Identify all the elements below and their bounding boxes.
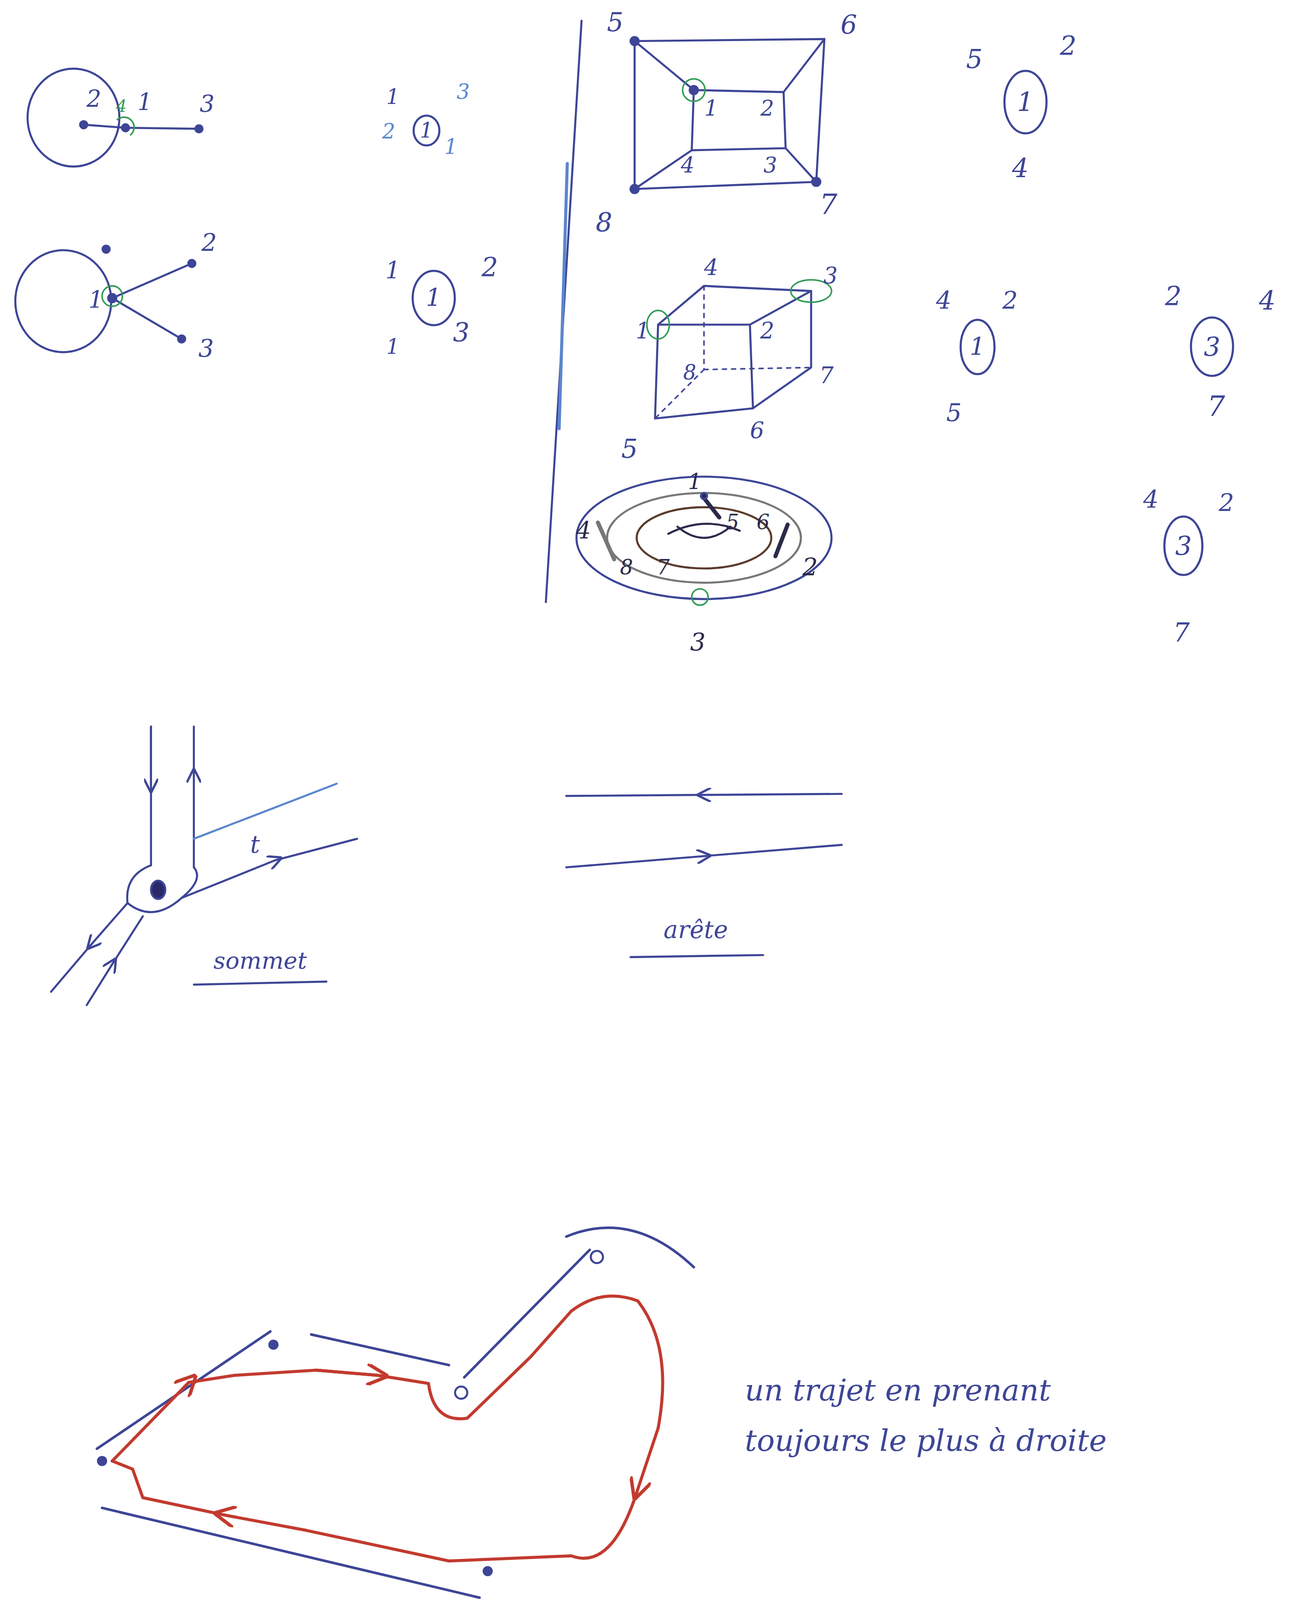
vertex-label: 2 <box>382 120 396 143</box>
vertex-label: 1 <box>385 257 401 284</box>
vertex-number: 3 <box>1204 332 1221 362</box>
vertex-label: 5 <box>946 400 962 427</box>
vertex-label: 6 <box>840 10 858 40</box>
vertex-label: 3 <box>456 80 470 104</box>
vertex-label: 2 <box>86 86 102 112</box>
vertex-label: 4 <box>576 517 592 544</box>
caption-word: sommet <box>213 948 307 975</box>
vertex-label: 4 <box>1259 286 1276 316</box>
rotation-circle: 3 <box>1162 515 1205 577</box>
vertex-label: 1 <box>386 335 400 359</box>
vertex-label: 4 <box>935 287 952 315</box>
vertex-label: 4 <box>680 153 695 178</box>
vertex-number: 1 <box>1017 87 1034 117</box>
vertex-label: 1 <box>704 96 718 121</box>
vertex-label: 2 <box>1218 489 1234 517</box>
vertex-label: 5 <box>726 511 740 534</box>
vertex-label: 2 <box>481 252 499 282</box>
rotation-circle: 1 <box>959 318 997 376</box>
vertex-label: 2 <box>760 318 775 344</box>
rotation-circle: 1 <box>411 269 457 327</box>
vertex-label: 4 <box>1011 153 1029 183</box>
vertex-label: 7 <box>819 188 838 220</box>
vertex-number: 3 <box>1175 531 1192 561</box>
vertex-number: 1 <box>420 119 434 142</box>
vertex-label: 3 <box>690 629 706 657</box>
vertex-label: 1 <box>386 85 400 109</box>
vertex-label: 1 <box>635 318 651 344</box>
vertex-label: 3 <box>198 335 214 363</box>
rotation-circle: 3 <box>1189 316 1235 378</box>
vertex-label: 8 <box>595 207 613 237</box>
vertex-label: 1 <box>687 469 702 494</box>
rotation-circle: 1 <box>1003 69 1048 135</box>
vertex-number: 1 <box>969 333 986 360</box>
vertex-label: 2 <box>1164 281 1182 311</box>
vertex-label: 8 <box>619 555 633 579</box>
vertex-label: 7 <box>1173 618 1191 648</box>
vertex-label: 5 <box>607 7 624 37</box>
vertex-number: 1 <box>425 284 442 312</box>
handwritten-note: un trajet en prenant toujours le plus à … <box>744 1365 1165 1468</box>
vertex-label: 1 <box>137 89 153 115</box>
vertex-label: 7 <box>656 555 670 579</box>
vertex-label: 1 <box>88 287 104 313</box>
vertex-label: t <box>250 831 261 859</box>
vertex-label: 4 <box>704 255 719 280</box>
vertex-label: 3 <box>199 91 215 118</box>
vertex-label: 5 <box>966 44 983 74</box>
caption-word: arête <box>663 917 728 944</box>
vertex-label: 2 <box>201 229 217 257</box>
vertex-label: 7 <box>1207 390 1225 422</box>
vertex-label: 6 <box>756 511 770 534</box>
vertex-label: 6 <box>749 418 765 443</box>
vertex-label: 3 <box>763 153 777 178</box>
rotation-circle: 1 <box>412 114 441 147</box>
vertex-label: 2 <box>760 96 775 121</box>
vertex-label: 3 <box>823 262 838 288</box>
vertex-label: 5 <box>621 434 638 464</box>
vertex-label: 3 <box>452 318 470 347</box>
vertex-label: 4 <box>116 96 127 116</box>
vertex-label: 2 <box>1002 287 1018 315</box>
vertex-label: 8 <box>683 360 697 384</box>
vertex-label: 2 <box>1059 31 1077 61</box>
vertex-label: 7 <box>819 363 834 388</box>
vertex-label: 2 <box>802 553 818 581</box>
vertex-label: 4 <box>1143 486 1159 514</box>
vertex-label: 1 <box>444 135 458 159</box>
